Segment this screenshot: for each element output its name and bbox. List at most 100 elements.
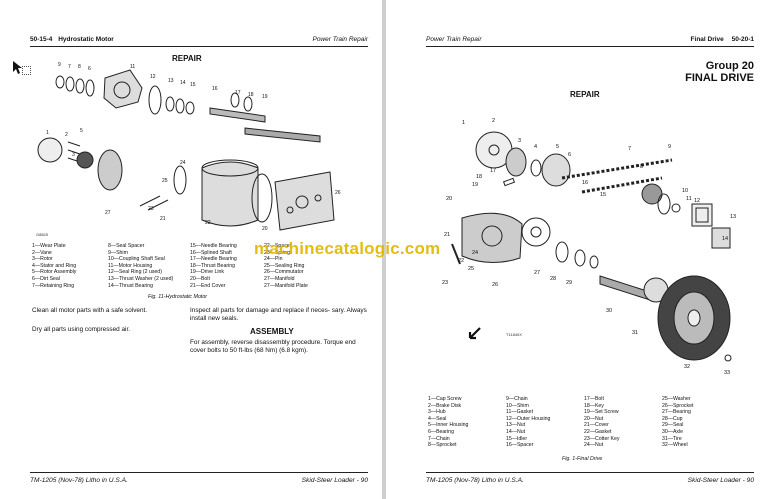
svg-text:5: 5 <box>556 144 559 150</box>
legend-item: 23—Spring <box>264 249 290 256</box>
legend-item: 15—Needle Bearing <box>190 243 237 249</box>
svg-text:28: 28 <box>550 276 556 282</box>
left-paragraph-dry: Dry all parts using compressed air. <box>32 326 131 333</box>
group-title: FINAL DRIVE <box>685 72 754 84</box>
left-repair-title: REPAIR <box>172 54 202 63</box>
legend-item: 18—Key <box>584 402 604 409</box>
legend-item: 32—Wheel <box>662 442 688 449</box>
right-header-section: Final Drive 50-20-1 <box>691 36 754 43</box>
legend-item: 21—End Cover <box>190 282 226 289</box>
svg-text:1: 1 <box>46 130 49 136</box>
svg-text:8: 8 <box>640 164 643 170</box>
group-number: Group 20 <box>705 60 754 72</box>
svg-text:22: 22 <box>205 220 211 226</box>
arrow-pointer-icon <box>468 327 481 340</box>
left-figure-caption: Fig. 11-Hydrostatic Motor <box>148 294 208 300</box>
legend-item: 16—Splined Shaft <box>190 249 232 256</box>
legend-item: 5—Inner Housing <box>428 422 469 429</box>
page-gutter <box>382 0 386 499</box>
legend-item: 17—Bolt <box>584 396 604 402</box>
svg-text:12: 12 <box>694 198 700 204</box>
watermark-text: machinecatalogic.com <box>254 239 441 258</box>
right-legend-col-2: 9—Chain 10—Shim 11—Gasket 12—Outer Housi… <box>506 396 550 449</box>
svg-text:4: 4 <box>534 144 537 150</box>
legend-item: 12—Seal Ring (2 used) <box>108 269 162 276</box>
legend-item: 5—Rotor Assembly <box>32 269 77 276</box>
svg-text:6: 6 <box>568 152 571 158</box>
left-page-number: 50-15-4 <box>30 36 53 43</box>
svg-text:24: 24 <box>472 250 478 256</box>
legend-item: 27—Manifold <box>264 275 295 282</box>
legend-item: 22—Gasket <box>584 428 612 435</box>
svg-text:10: 10 <box>682 188 688 194</box>
legend-item: 21—Cover <box>584 422 609 429</box>
legend-item: 13—Thrust Washer (2 used) <box>108 275 174 282</box>
legend-item: 3—Rotor <box>32 256 53 263</box>
right-footer-rule <box>426 472 754 473</box>
legend-item: 18—Thrust Bearing <box>190 262 235 269</box>
svg-text:14: 14 <box>180 80 186 86</box>
legend-item: 8—Seal Spacer <box>108 243 145 249</box>
right-section-title: Final Drive <box>690 36 724 43</box>
right-figure-caption: Fig. 1-Final Drive <box>562 456 603 462</box>
svg-text:21: 21 <box>444 232 450 238</box>
legend-item: 1—Cap Screw <box>428 396 462 402</box>
legend-item: 6—Bearing <box>428 428 454 435</box>
svg-text:2: 2 <box>492 118 495 124</box>
svg-text:16: 16 <box>582 180 588 186</box>
svg-text:27: 27 <box>105 210 111 216</box>
legend-item: 10—Coupling Shaft Seal <box>108 256 165 263</box>
svg-text:33: 33 <box>724 370 730 376</box>
legend-item: 4—Seal <box>428 415 447 422</box>
legend-item: 9—Chain <box>506 396 528 402</box>
left-footer-right: Skid-Steer Loader - 90 <box>301 477 368 484</box>
svg-text:26: 26 <box>335 190 341 196</box>
legend-item: 23—Cotter Key <box>584 435 620 442</box>
right-legend-col-1: 1—Cap Screw 2—Brake Disk 3—Hub 4—Seal 5—… <box>428 396 468 449</box>
legend-item: 19—Set Screw <box>584 409 619 416</box>
svg-text:9: 9 <box>58 62 61 68</box>
left-page: 50-15-4 Hydrostatic Motor Power Train Re… <box>0 0 382 499</box>
legend-item: 8—Sprocket <box>428 442 457 449</box>
svg-text:23: 23 <box>148 206 154 212</box>
legend-item: 7—Chain <box>428 435 450 442</box>
left-paragraph-clean: Clean all motor parts with a safe solven… <box>32 307 148 314</box>
left-legend-col-2: 8—Seal Spacer 9—Shim 10—Coupling Shaft S… <box>108 243 173 289</box>
legend-item: 25—Sealing Ring <box>264 262 305 269</box>
svg-text:14: 14 <box>722 236 728 242</box>
legend-item: 14—Nut <box>506 428 526 435</box>
legend-item: 14—Thrust Bearing <box>108 282 153 289</box>
svg-text:29: 29 <box>566 280 572 286</box>
svg-text:30: 30 <box>606 308 612 314</box>
left-legend-col-3: 15—Needle Bearing 16—Splined Shaft 17—Ne… <box>190 243 237 289</box>
right-header-rule <box>426 46 754 47</box>
svg-text:2: 2 <box>65 132 68 138</box>
svg-text:19: 19 <box>262 94 268 100</box>
svg-text:1: 1 <box>462 120 465 126</box>
legend-item: 12—Outer Housing <box>506 415 551 422</box>
legend-item: 26—Sprocket <box>662 402 694 409</box>
svg-text:16: 16 <box>212 86 218 92</box>
svg-text:31: 31 <box>632 330 638 336</box>
right-footer-right: Skid-Steer Loader - 90 <box>687 477 754 484</box>
legend-item: 17—Needle Bearing <box>190 256 237 263</box>
svg-text:25: 25 <box>468 266 474 272</box>
left-header-section: 50-15-4 Hydrostatic Motor <box>30 36 114 43</box>
legend-item: 6—Dirt Seal <box>32 275 60 282</box>
right-legend-col-3: 17—Bolt 18—Key 19—Set Screw 20—Nut 21—Co… <box>584 396 619 449</box>
legend-item: 15—Idler <box>506 435 528 442</box>
cursor-target-box <box>22 66 31 75</box>
right-header-left: Power Train Repair <box>426 36 482 43</box>
svg-text:13: 13 <box>730 214 736 220</box>
left-image-code: G8825 <box>36 232 49 237</box>
svg-text:17: 17 <box>490 168 496 174</box>
legend-item: 30—Axle <box>662 428 684 435</box>
left-footer-left: TM-1205 (Nov-78) Litho in U.S.A. <box>30 477 128 484</box>
legend-item: 31—Tire <box>662 435 682 442</box>
legend-item: 25—Washer <box>662 396 691 402</box>
svg-text:11: 11 <box>686 196 692 202</box>
legend-item: 26—Commutator <box>264 269 304 276</box>
assembly-title: ASSEMBLY <box>250 327 294 336</box>
